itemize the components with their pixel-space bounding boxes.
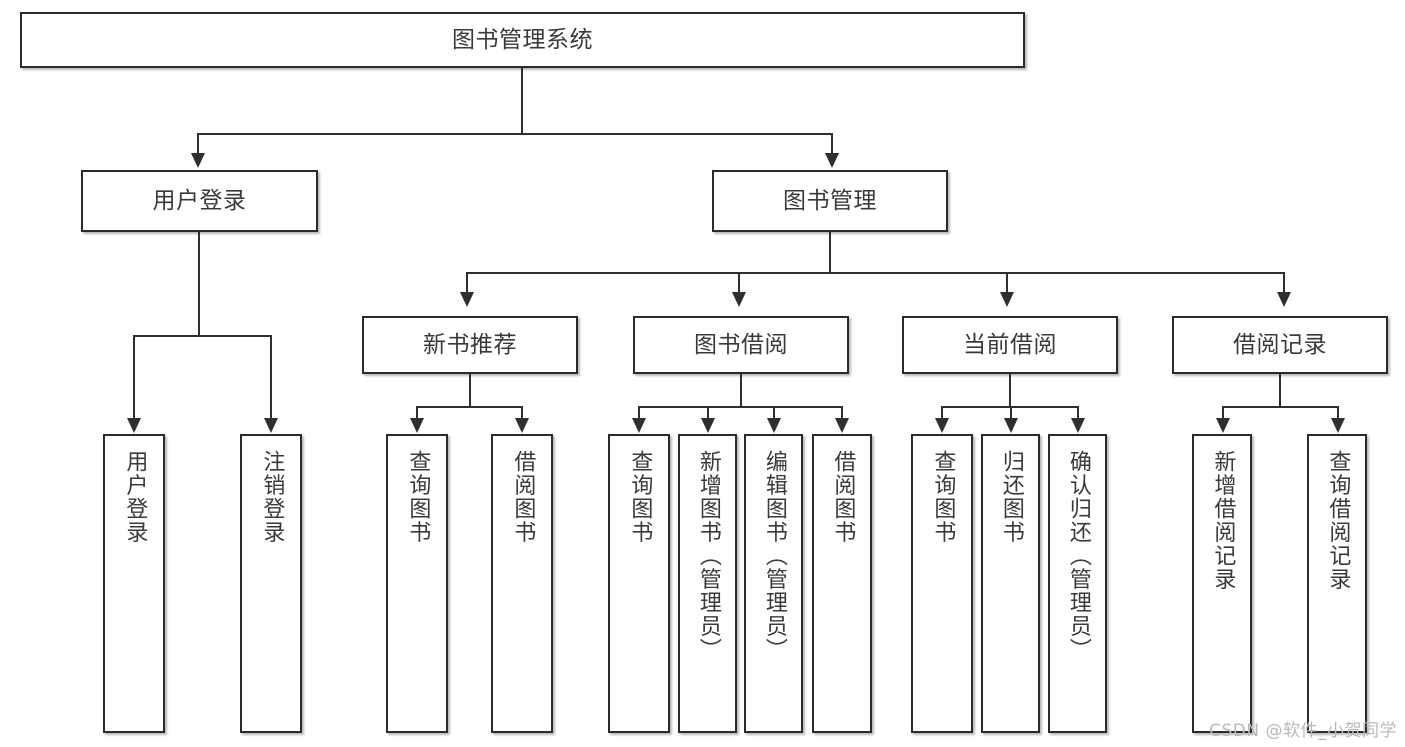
- connector-currentborrow-leaf1: [941, 406, 943, 419]
- node-label: 图书借阅: [694, 331, 788, 358]
- arrowhead-newbook-leaf1: [410, 418, 424, 433]
- connector-user-leaf2: [270, 335, 272, 419]
- node-book-borrow[interactable]: 图书借阅: [633, 316, 849, 374]
- leaf-return-book[interactable]: 归还图书: [981, 434, 1040, 733]
- node-label: 用户登录: [152, 187, 247, 214]
- node-label: 新书推荐: [423, 331, 517, 358]
- node-label: 查询图书: [930, 450, 956, 544]
- arrowhead-newbook-leaf2: [515, 418, 529, 433]
- arrowhead-user-leaf2: [264, 418, 278, 433]
- connector-book-to-borrow: [738, 272, 740, 294]
- connector-root-drop: [521, 68, 523, 134]
- connector-borrowrecord-drop: [1279, 374, 1281, 408]
- connector-newbook-leaf2: [521, 406, 523, 419]
- connector-user-bus: [133, 335, 272, 337]
- node-current-borrow[interactable]: 当前借阅: [902, 316, 1118, 374]
- node-label: 查询图书: [627, 450, 653, 544]
- leaf-add-borrow-record[interactable]: 新增借阅记录: [1192, 434, 1252, 733]
- node-label: 当前借阅: [963, 331, 1057, 358]
- node-label: 借阅记录: [1233, 331, 1327, 358]
- leaf-query-book-recommend[interactable]: 查询图书: [386, 434, 448, 733]
- leaf-borrow-book-recommend[interactable]: 借阅图书: [491, 434, 553, 733]
- connector-newbook-leaf1: [416, 406, 418, 419]
- node-label: 确认归还（管理员）: [1065, 450, 1091, 662]
- leaf-query-book-borrow[interactable]: 查询图书: [608, 434, 670, 733]
- leaf-add-book-admin[interactable]: 新增图书（管理员）: [678, 434, 737, 733]
- node-label: 借阅图书: [510, 450, 536, 544]
- node-book-manage[interactable]: 图书管理: [712, 170, 948, 232]
- leaf-query-borrow-record[interactable]: 查询借阅记录: [1307, 434, 1367, 733]
- arrowhead-newbook: [460, 292, 474, 307]
- arrowhead-currentborrow-leaf3: [1071, 418, 1085, 433]
- node-label: 编辑图书（管理员）: [761, 450, 787, 662]
- node-label: 图书管理系统: [452, 26, 593, 53]
- leaf-query-book-current[interactable]: 查询图书: [911, 434, 973, 733]
- connector-borrowrecord-leaf2: [1337, 406, 1339, 419]
- arrowhead-bookborrow: [732, 292, 746, 307]
- arrowhead-to-book-manage: [825, 153, 839, 168]
- node-borrow-record[interactable]: 借阅记录: [1172, 316, 1388, 374]
- connector-book-to-newbook: [466, 272, 468, 294]
- arrowhead-user-leaf1: [127, 418, 141, 433]
- connector-bookborrow-drop: [740, 374, 742, 408]
- connector-book-to-record: [1283, 272, 1285, 294]
- arrowhead-bookborrow-leaf4: [835, 418, 849, 433]
- arrowhead-to-user-login: [191, 153, 205, 168]
- connector-root-to-book: [831, 133, 833, 155]
- node-label: 用户登录: [122, 450, 148, 544]
- arrowhead-borrowrecord: [1277, 292, 1291, 307]
- csdn-watermark: CSDN @软件_小贺同学: [1209, 721, 1397, 741]
- node-label: 归还图书: [998, 450, 1024, 544]
- arrowhead-borrowrecord-leaf2: [1331, 418, 1345, 433]
- connector-borrowrecord-bus: [1222, 406, 1339, 408]
- connector-book-bus: [466, 272, 1285, 274]
- connector-currentborrow-leaf2: [1010, 406, 1012, 419]
- connector-book-drop: [829, 232, 831, 274]
- connector-bookborrow-leaf3: [773, 406, 775, 419]
- connector-user-leaf1: [133, 335, 135, 419]
- connector-currentborrow-leaf3: [1077, 406, 1079, 419]
- leaf-confirm-return-admin[interactable]: 确认归还（管理员）: [1048, 434, 1107, 733]
- connector-bookborrow-leaf2: [707, 406, 709, 419]
- arrowhead-currentborrow-leaf2: [1004, 418, 1018, 433]
- connector-user-drop: [198, 232, 200, 336]
- node-label: 新增图书（管理员）: [695, 450, 721, 662]
- arrowhead-bookborrow-leaf1: [632, 418, 646, 433]
- leaf-user-login[interactable]: 用户登录: [103, 434, 165, 733]
- node-label: 查询借阅记录: [1325, 450, 1351, 591]
- connector-root-bus: [197, 133, 833, 135]
- node-user-login[interactable]: 用户登录: [81, 170, 318, 232]
- arrowhead-borrowrecord-leaf1: [1216, 418, 1230, 433]
- connector-currentborrow-drop: [1009, 374, 1011, 408]
- arrowhead-currentborrow: [1000, 292, 1014, 307]
- leaf-borrow-book[interactable]: 借阅图书: [812, 434, 872, 733]
- node-label: 注销登录: [259, 450, 285, 544]
- connector-newbook-bus: [416, 406, 523, 408]
- connector-bookborrow-bus: [638, 406, 843, 408]
- node-label: 查询图书: [405, 450, 431, 544]
- node-label: 借阅图书: [830, 450, 856, 544]
- arrowhead-bookborrow-leaf3: [767, 418, 781, 433]
- node-root-system[interactable]: 图书管理系统: [20, 12, 1025, 68]
- connector-bookborrow-leaf1: [638, 406, 640, 419]
- node-label: 图书管理: [783, 187, 877, 214]
- connector-root-to-user: [197, 133, 199, 155]
- leaf-logout[interactable]: 注销登录: [240, 434, 302, 733]
- node-new-book-recommend[interactable]: 新书推荐: [362, 316, 578, 374]
- arrowhead-currentborrow-leaf1: [935, 418, 949, 433]
- node-label: 新增借阅记录: [1210, 450, 1236, 591]
- connector-book-to-current: [1006, 272, 1008, 294]
- arrowhead-bookborrow-leaf2: [701, 418, 715, 433]
- leaf-edit-book-admin[interactable]: 编辑图书（管理员）: [744, 434, 803, 733]
- connector-borrowrecord-leaf1: [1222, 406, 1224, 419]
- connector-bookborrow-leaf4: [841, 406, 843, 419]
- connector-newbook-drop: [469, 374, 471, 408]
